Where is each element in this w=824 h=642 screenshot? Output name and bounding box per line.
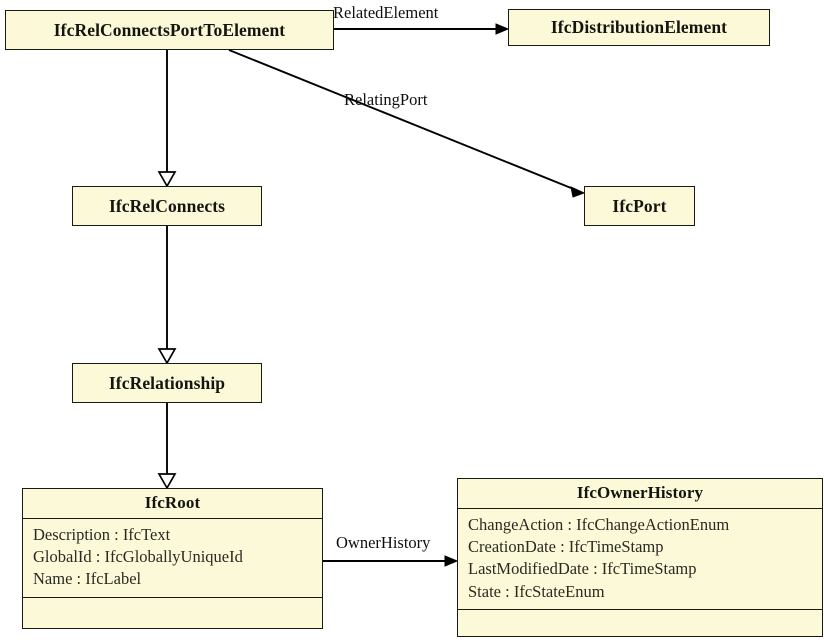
- class-operations-ifcownerhistory: [458, 610, 822, 636]
- edge-generalization-3: [157, 403, 177, 490]
- attribute-row: State : IfcStateEnum: [468, 581, 605, 601]
- edge-related-element: [334, 23, 510, 35]
- class-box-ifcrelconnectsporttoelement[interactable]: IfcRelConnectsPortToElement: [5, 10, 334, 50]
- class-name-ifcrelationship: IfcRelationship: [108, 372, 226, 393]
- class-box-ifcrelconnects[interactable]: IfcRelConnects: [72, 186, 262, 226]
- class-name-ifcroot: IfcRoot: [23, 489, 322, 519]
- attribute-row: GlobalId : IfcGloballyUniqueId: [33, 547, 243, 567]
- attribute-row: Name : IfcLabel: [33, 569, 142, 589]
- class-box-ifcport[interactable]: IfcPort: [584, 186, 695, 226]
- edge-label-relating-port: RelatingPort: [344, 90, 428, 109]
- edge-label-owner-history: OwnerHistory: [336, 533, 431, 552]
- attribute-row: CreationDate : IfcTimeStamp: [468, 537, 664, 557]
- attribute-row: ChangeAction : IfcChangeActionEnum: [468, 515, 730, 534]
- edge-label-related-element: RelatedElement: [333, 3, 439, 22]
- class-box-ifcroot[interactable]: IfcRoot Description : IfcText GlobalId :…: [22, 488, 323, 629]
- edge-generalization-1: [157, 50, 177, 188]
- class-box-ifcrelationship[interactable]: IfcRelationship: [72, 363, 262, 403]
- class-name-ifcdistributionelement: IfcDistributionElement: [550, 17, 728, 37]
- attribute-row: LastModifiedDate : IfcTimeStamp: [468, 559, 697, 579]
- class-name-ifcrelconnectsporttoelement: IfcRelConnectsPortToElement: [53, 19, 286, 40]
- edge-generalization-2: [157, 226, 177, 365]
- class-name-ifcrelconnects: IfcRelConnects: [108, 195, 226, 216]
- class-name-ifcport: IfcPort: [612, 195, 667, 216]
- class-box-ifcdistributionelement[interactable]: IfcDistributionElement: [508, 9, 770, 46]
- edge-relating-port: [228, 49, 586, 198]
- class-attributes-ifcownerhistory: ChangeAction : IfcChangeActionEnum Creat…: [458, 509, 822, 610]
- class-attributes-ifcroot: Description : IfcText GlobalId : IfcGlob…: [23, 519, 322, 598]
- class-operations-ifcroot: [23, 598, 322, 628]
- edge-owner-history: [323, 555, 459, 567]
- class-box-ifcownerhistory[interactable]: IfcOwnerHistory ChangeAction : IfcChange…: [457, 478, 823, 637]
- attribute-row: Description : IfcText: [33, 525, 171, 544]
- class-name-ifcownerhistory: IfcOwnerHistory: [458, 479, 822, 509]
